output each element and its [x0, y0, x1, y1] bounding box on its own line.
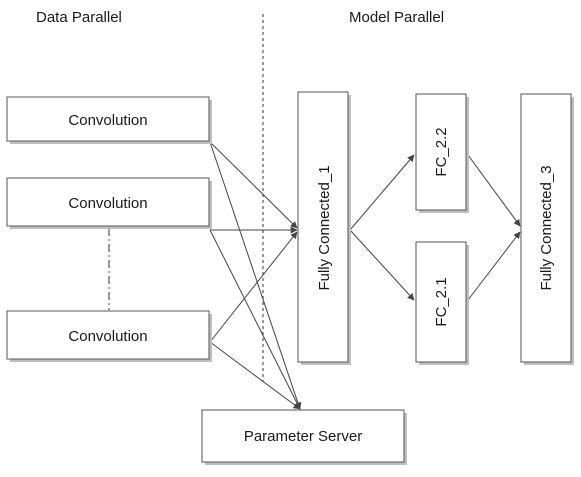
node-fc-2-1-label: FC_2.1 — [433, 277, 450, 326]
node-fully-connected-3: Fully Connected_3 — [520, 93, 574, 365]
edge-conv2-ps — [209, 229, 301, 410]
node-fc-2-2-label: FC_2.2 — [433, 127, 450, 176]
node-fully-connected-1-label: Fully Connected_1 — [316, 165, 333, 290]
node-fully-connected-3-label: Fully Connected_3 — [538, 165, 555, 290]
node-convolution-3-label: Convolution — [68, 328, 147, 345]
node-convolution-3: Convolution — [6, 310, 212, 362]
edges — [209, 141, 521, 410]
data-parallel-title: Data Parallel — [36, 9, 122, 26]
model-parallel-title: Model Parallel — [349, 9, 445, 26]
node-convolution-2-label: Convolution — [68, 195, 147, 212]
node-convolution-1-label: Convolution — [68, 112, 147, 129]
node-parameter-server-label: Parameter Server — [244, 428, 362, 445]
edge-conv1-fc1 — [209, 141, 298, 229]
node-convolution-2: Convolution — [6, 177, 212, 229]
node-fc-2-1: FC_2.1 — [415, 241, 469, 365]
edge-fc1-fc22 — [349, 154, 415, 231]
edge-conv3-fc1 — [209, 231, 298, 343]
edge-conv3-ps — [209, 341, 301, 410]
node-fc-2-2: FC_2.2 — [415, 93, 469, 213]
edge-conv1-ps — [209, 141, 302, 410]
edge-fc1-fc21 — [349, 229, 415, 301]
node-fully-connected-1: Fully Connected_1 — [297, 91, 351, 365]
node-parameter-server: Parameter Server — [201, 409, 407, 465]
edge-fc22-fc3 — [467, 154, 521, 227]
edge-fc21-fc3 — [467, 231, 521, 301]
node-convolution-1: Convolution — [6, 96, 212, 144]
